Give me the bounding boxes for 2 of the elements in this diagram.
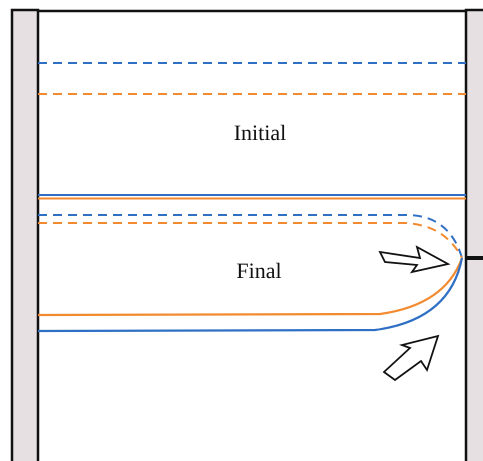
region-label: Initial — [234, 120, 286, 146]
region-label: Final — [236, 258, 282, 284]
